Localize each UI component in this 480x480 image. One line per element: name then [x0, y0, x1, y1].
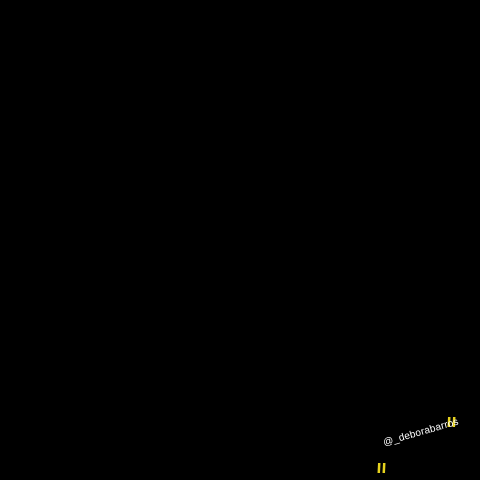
quotation-marks-icon: [446, 416, 458, 430]
watermark: @_deborabarros: [372, 412, 472, 476]
quotation-marks-icon: [376, 462, 388, 476]
watermark-handle: @_deborabarros: [382, 416, 461, 449]
